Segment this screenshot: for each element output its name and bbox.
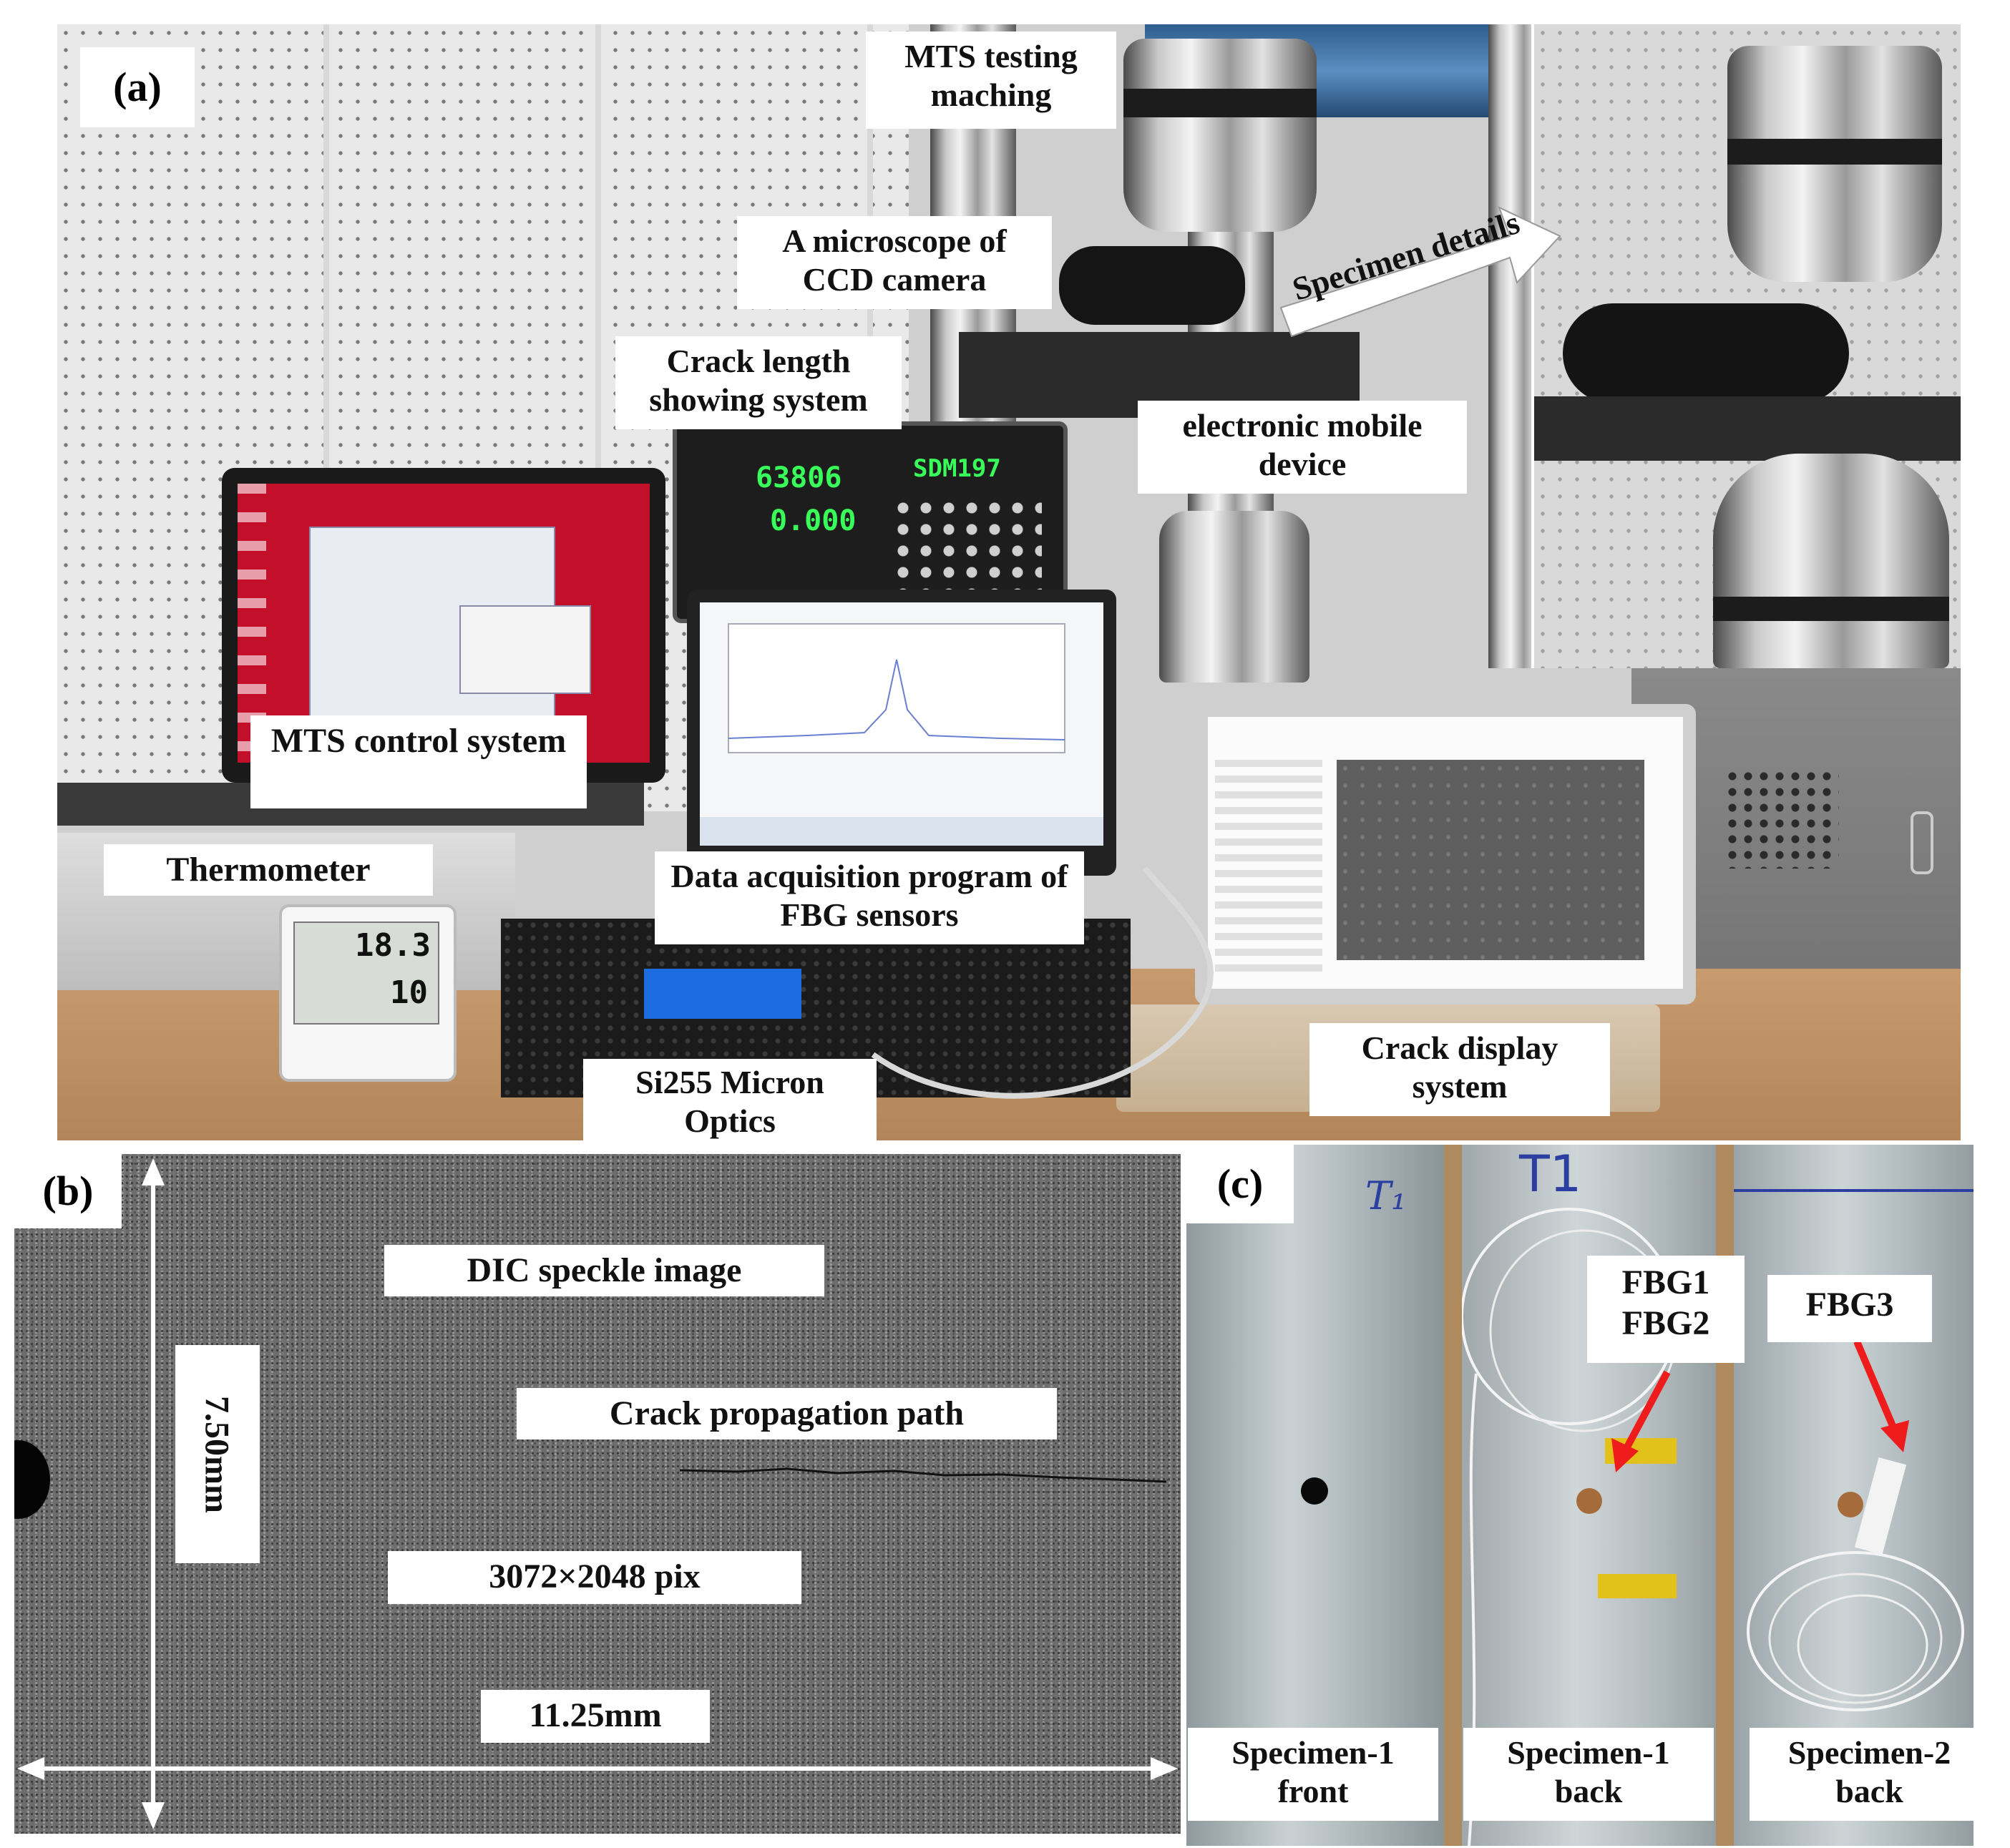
label-height-box [175,1345,260,1563]
load-cell-band [1123,89,1317,117]
dimension-arrows [17,1158,1178,1829]
thermometer-humidity: 10 [390,974,428,1011]
fiber-cable [871,866,1214,1099]
specimen-1-front-hole [1301,1477,1328,1505]
load-cell [1123,39,1317,232]
label-specimen-2-back: Specimen-2 back [1750,1728,1989,1821]
thermometer-temp: 18.3 [355,927,431,964]
label-height-7-50mm: 7.50mm [197,1396,236,1513]
fbg-spectrum-plot [700,623,1103,846]
laptop-fbg [687,590,1116,876]
label-dic-speckle-image: DIC speckle image [384,1245,824,1296]
label-data-acquisition-fbg: Data acquisition program of FBG sensors [655,851,1084,944]
panel-b-tag: (b) [14,1154,122,1228]
label-resolution: 3072×2048 pix [388,1551,801,1604]
label-specimen-1-back: Specimen-1 back [1463,1728,1714,1821]
keypad [892,497,1042,605]
laptop-crack-display [1195,704,1696,1004]
readout-value-1: 63806 [756,461,842,494]
label-crack-display-system: Crack display system [1309,1023,1610,1116]
handwriting-t1-front: T₁ [1365,1173,1407,1218]
label-mts-control-system: MTS control system [250,715,587,808]
panel-c-tag: (c) [1186,1145,1294,1223]
lower-grip [1159,511,1309,683]
specimen-details-inset [1531,24,1961,668]
label-si255-micron-optics: Si255 Micron Optics [583,1059,877,1149]
label-thermometer: Thermometer [104,844,433,896]
laptop-mts-control [222,468,665,783]
label-crack-propagation-path: Crack propagation path [517,1388,1057,1439]
label-mts-testing-machine: MTS testing maching [866,31,1116,129]
label-width-11-25mm: 11.25mm [481,1690,710,1743]
specimen-1-back-hole [1576,1488,1602,1514]
panel-a: 63806 0.000 SDM197 18.3 10 [57,24,1961,1140]
specimen-2-blue-line [1734,1189,1974,1192]
fiber-coil-2 [1747,1551,1964,1711]
label-crack-length-system: Crack length showing system [615,336,902,429]
readout-value-2: 0.000 [770,504,857,537]
thermometer-device: 18.3 10 [279,904,457,1082]
label-specimen-1-front: Specimen-1 front [1188,1728,1438,1821]
panel-a-tag: (a) [80,47,195,127]
label-electronic-mobile-device: electronic mobile device [1138,401,1467,494]
label-fbg1-fbg2: FBG1 FBG2 [1587,1256,1745,1363]
label-ccd-microscope: A microscope of CCD camera [737,216,1052,309]
readout-brand: SDM197 [913,454,1001,483]
specimen-2-back-hole [1838,1492,1863,1517]
handwriting-t1-back: T1 [1519,1145,1582,1203]
ccd-camera [1059,246,1245,325]
crack-line [679,1467,1167,1483]
fbg-tape-bottom [1598,1574,1677,1598]
label-fbg3: FBG3 [1767,1275,1932,1342]
